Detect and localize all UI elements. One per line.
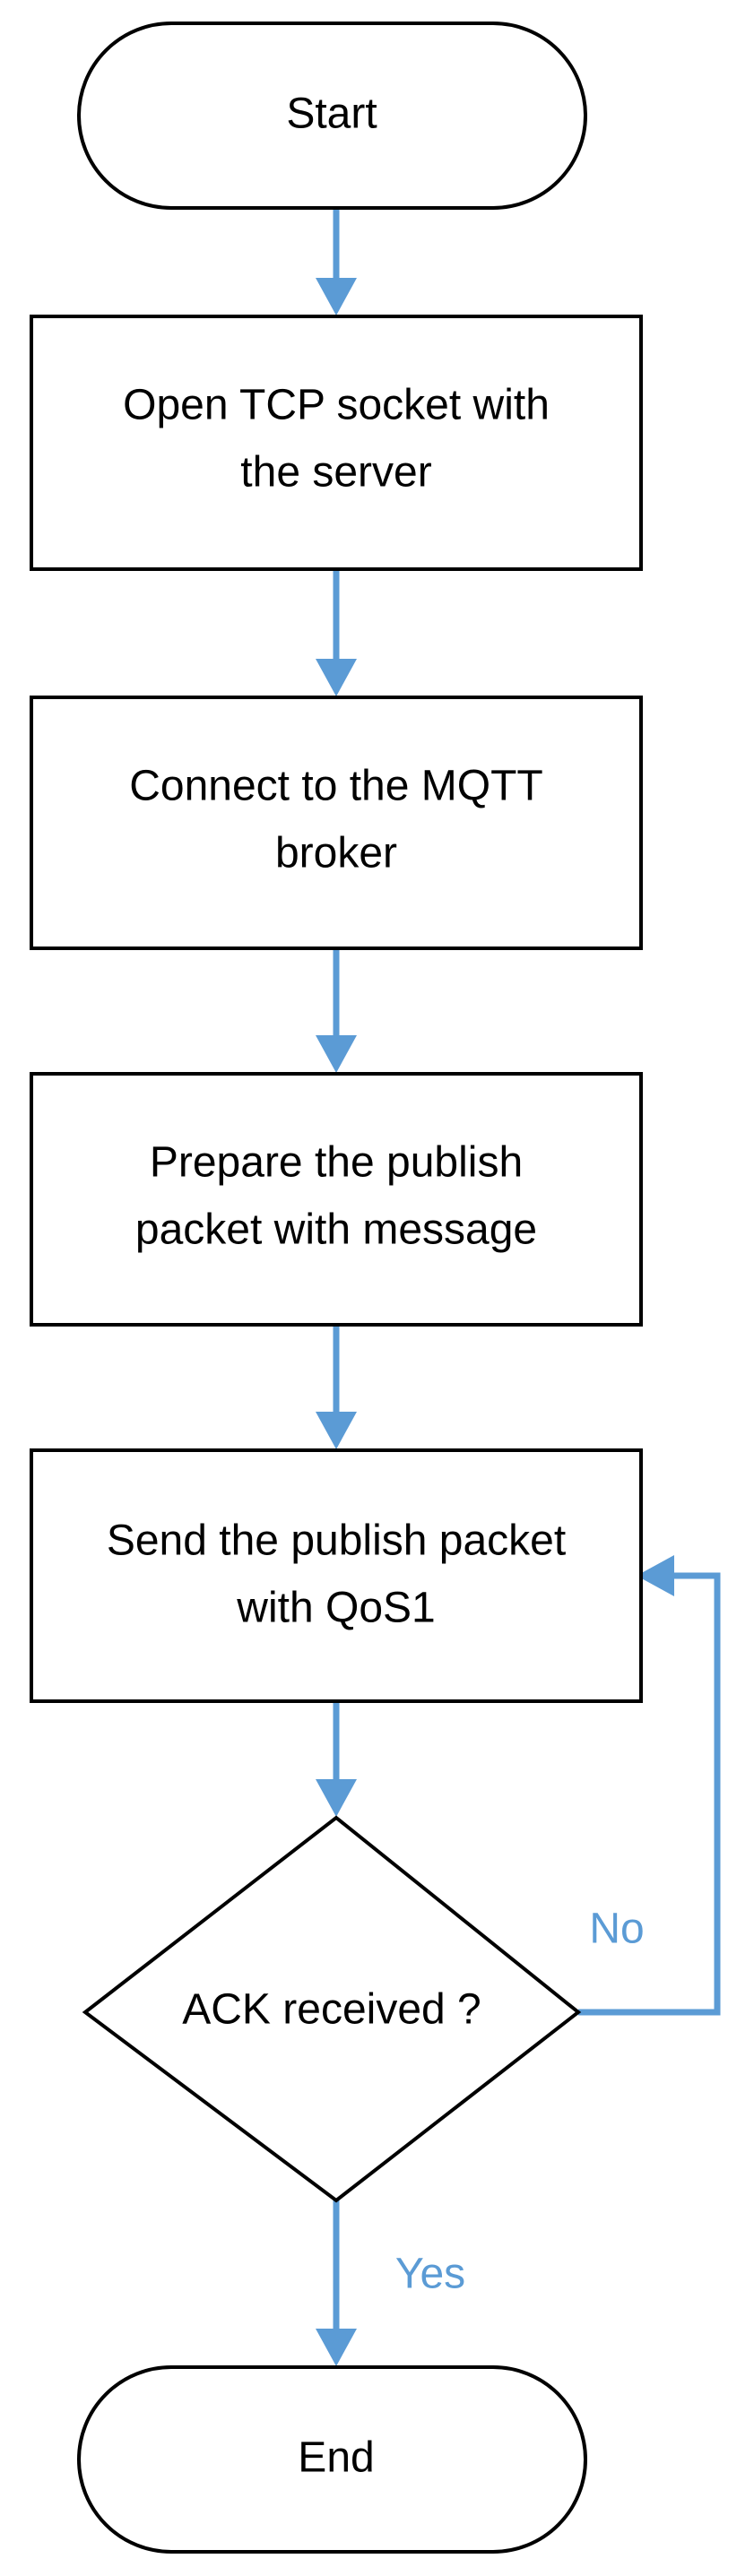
node-connect-broker-label-line1: Connect to the MQTT (129, 763, 543, 810)
edge-connect-broker-to-prepare-packet (316, 948, 357, 1073)
edge-label-yes: Yes (395, 2251, 465, 2298)
end-terminal-shape (77, 2365, 587, 2554)
edge-send-packet-to-ack-decision (316, 1701, 357, 1817)
edge-start-to-open-socket (316, 208, 357, 316)
node-ack-decision: ACK received ? (82, 1815, 582, 2203)
node-open-socket-label-line2: the server (240, 449, 431, 497)
edge-ack-decision-yes-to-end (316, 2200, 357, 2366)
node-ack-decision-label: ACK received ? (182, 1986, 481, 2034)
node-prepare-packet: Prepare the publish packet with message (30, 1072, 643, 1327)
node-send-packet-label-line1: Send the publish packet (107, 1517, 566, 1565)
node-start: Start (77, 22, 587, 210)
send-packet-box (30, 1448, 643, 1703)
node-open-socket: Open TCP socket with the server (30, 315, 643, 571)
node-prepare-packet-label-line1: Prepare the publish (150, 1139, 523, 1187)
node-connect-broker: Connect to the MQTT broker (30, 696, 643, 950)
connect-broker-box (30, 696, 643, 950)
node-prepare-packet-label-line2: packet with message (135, 1206, 537, 1254)
node-open-socket-label-line1: Open TCP socket with (123, 382, 550, 429)
edge-ack-decision-no-loop (578, 1555, 721, 2016)
node-connect-broker-label-line2: broker (275, 830, 397, 877)
node-send-packet: Send the publish packet with QoS1 (30, 1448, 643, 1703)
node-end: End (77, 2365, 587, 2554)
edge-open-socket-to-connect-broker (316, 569, 357, 696)
node-start-label: Start (286, 91, 377, 138)
prepare-packet-box (30, 1072, 643, 1327)
start-terminal-shape (77, 22, 587, 210)
open-socket-box (30, 315, 643, 571)
edge-label-no: No (589, 1906, 644, 1953)
node-send-packet-label-line2: with QoS1 (236, 1585, 435, 1632)
ack-decision-diamond (82, 1815, 582, 2203)
edge-prepare-packet-to-send-packet (316, 1325, 357, 1449)
node-end-label: End (298, 2434, 374, 2482)
